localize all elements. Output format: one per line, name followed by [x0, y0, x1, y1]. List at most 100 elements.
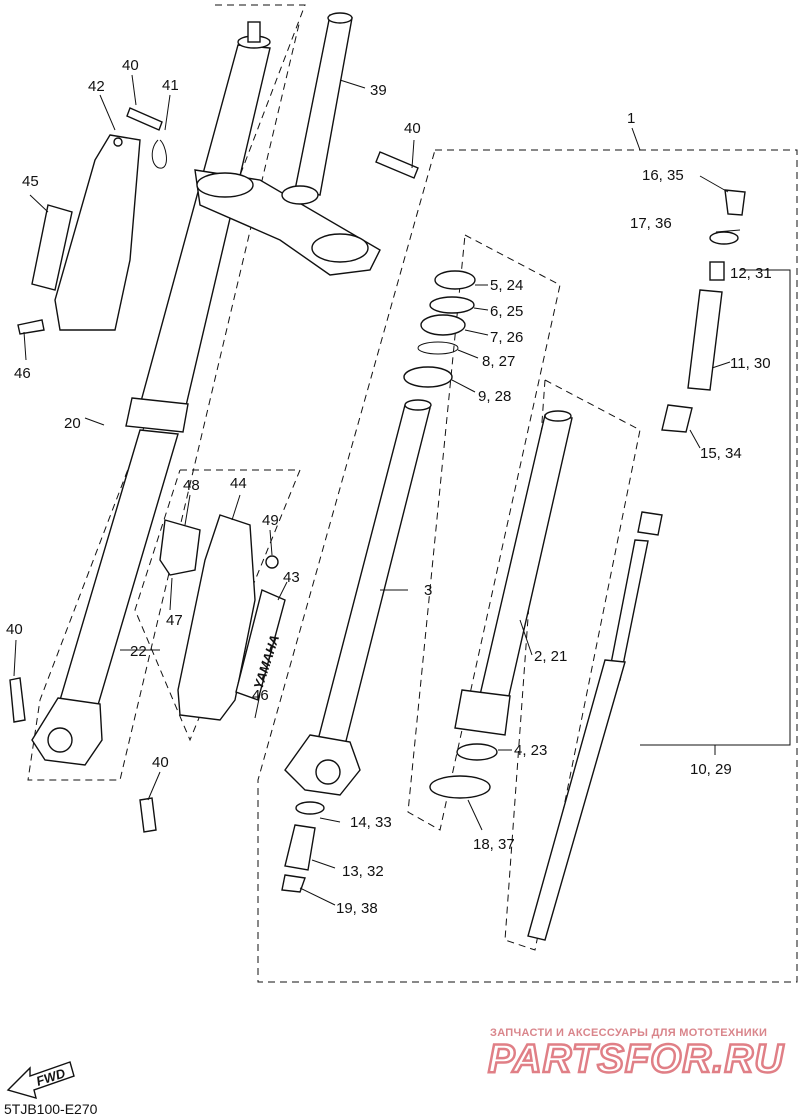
spacer-12: [709, 261, 725, 281]
callout-43: 43: [283, 569, 300, 586]
bolt-40-left: [9, 677, 26, 723]
left-cap-bolt: [247, 21, 261, 43]
watermark-brand: PARTSFOR.RU: [488, 1037, 784, 1081]
spring-guide: [637, 511, 663, 536]
fwd-arrow: FWD: [6, 1061, 75, 1100]
cap-bolt-16: [724, 189, 746, 216]
fork-guard-44: [177, 514, 256, 721]
callout-40-bottom: 40: [152, 754, 169, 771]
bolt-19: [281, 874, 306, 893]
callout-22: 22: [130, 643, 147, 660]
callout-10-29: 10, 29: [690, 761, 732, 778]
watermark-tagline: ЗАПЧАСТИ И АКСЕССУАРЫ ДЛЯ МОТОТЕХНИКИ: [490, 1027, 767, 1039]
callout-17-36: 17, 36: [630, 215, 672, 232]
mounting-bolts: [9, 107, 419, 833]
guard-bolt-46: [17, 319, 45, 335]
callout-20: 20: [64, 415, 81, 432]
callout-46-bottom: 46: [252, 687, 269, 704]
callout-16-35: 16, 35: [642, 167, 684, 184]
callout-19-38: 19, 38: [336, 900, 378, 917]
diagram-code: 5TJB100-E270: [4, 1101, 98, 1117]
spring-15: [661, 404, 693, 433]
callout-12-31: 12, 31: [730, 265, 772, 282]
callout-46-top: 46: [14, 365, 31, 382]
callout-44: 44: [230, 475, 247, 492]
fwd-label: FWD: [34, 1065, 67, 1089]
callout-42: 42: [88, 78, 105, 95]
outer-tube-3: [317, 404, 431, 746]
inner-tube-top: [544, 410, 572, 422]
washer-14: [295, 801, 325, 815]
callout-47: 47: [166, 612, 183, 629]
callout-9-28: 9, 28: [478, 388, 511, 405]
callout-14-33: 14, 33: [350, 814, 392, 831]
damper-rod-11: [687, 289, 723, 391]
oil-seal-7: [420, 314, 466, 336]
callout-49: 49: [262, 512, 279, 529]
bolt-40-top: [126, 107, 163, 131]
slide-bushing: [454, 689, 511, 736]
yamaha-decal-43: [235, 589, 286, 701]
guard-bracket-48: [159, 519, 201, 576]
leader-lines: [13, 74, 741, 906]
left-axle-hole: [47, 727, 73, 753]
inner-tube-boundary: [504, 379, 641, 951]
callout-labels: 1 3 2, 21 4, 23 5, 24 6, 25 7, 26 8, 27 …: [6, 57, 772, 917]
outer-tube-top: [404, 399, 432, 411]
damper-bottom-parts: [281, 801, 325, 893]
clip-8: [417, 341, 459, 355]
callout-6-25: 6, 25: [490, 303, 523, 320]
callout-40-top: 40: [122, 57, 139, 74]
callout-45: 45: [22, 173, 39, 190]
upper-fork-guard: [17, 134, 141, 335]
dust-seal-9: [403, 366, 453, 388]
callout-11-30: 11, 30: [730, 355, 771, 372]
washer-6: [429, 296, 475, 314]
steering-stem: [294, 14, 353, 196]
left-fork-seal-ring: [125, 397, 189, 433]
callout-2-21: 2, 21: [534, 648, 567, 665]
callout-3: 3: [424, 582, 432, 599]
inner-parts-boundary: [407, 234, 561, 831]
bolt-40-right: [375, 151, 419, 179]
callout-4-23: 4, 23: [514, 742, 547, 759]
base-valve-13: [284, 824, 316, 871]
guard-decal-45: [31, 204, 73, 291]
watermark: ЗАПЧАСТИ И АКСЕССУАРЫ ДЛЯ МОТОТЕХНИКИ PA…: [487, 1027, 785, 1082]
seal-18: [429, 775, 491, 799]
cartridge-group: [527, 189, 746, 941]
callout-40-left: 40: [6, 621, 23, 638]
nut-49: [265, 555, 279, 569]
clip-41: [151, 139, 167, 169]
left-clamp-ring: [196, 172, 254, 198]
fork-guard-42: [54, 134, 141, 331]
callout-8-27: 8, 27: [482, 353, 515, 370]
fwd-arrow-icon: [6, 1061, 75, 1100]
callout-5-24: 5, 24: [490, 277, 523, 294]
nut-17: [709, 231, 739, 245]
guard-boundary: [134, 469, 301, 742]
callout-41: 41: [162, 77, 179, 94]
inner-tube-group: [429, 410, 573, 799]
stem-nut: [327, 12, 353, 24]
guard-mount-hole: [113, 137, 123, 147]
right-clamp-ring: [311, 233, 369, 263]
callout-7-26: 7, 26: [490, 329, 523, 346]
left-inner-tube: [59, 429, 179, 706]
callout-13-32: 13, 32: [342, 863, 384, 880]
bolt-40-bottom: [139, 797, 157, 833]
steering-stem-assembly: [194, 12, 381, 276]
callout-18-37: 18, 37: [473, 836, 515, 853]
right-axle-hole: [315, 759, 341, 785]
callout-1: 1: [627, 110, 635, 127]
callout-15-34: 15, 34: [700, 445, 742, 462]
callout-40-right: 40: [404, 120, 421, 137]
left-fork-boundary: [27, 4, 306, 781]
bushing-4: [456, 743, 498, 761]
right-fork-boundary: [257, 149, 798, 983]
right-outer-tube-group: [284, 399, 432, 796]
bushing-5: [434, 270, 476, 290]
cartridge-10: [527, 659, 626, 941]
callout-39: 39: [370, 82, 387, 99]
